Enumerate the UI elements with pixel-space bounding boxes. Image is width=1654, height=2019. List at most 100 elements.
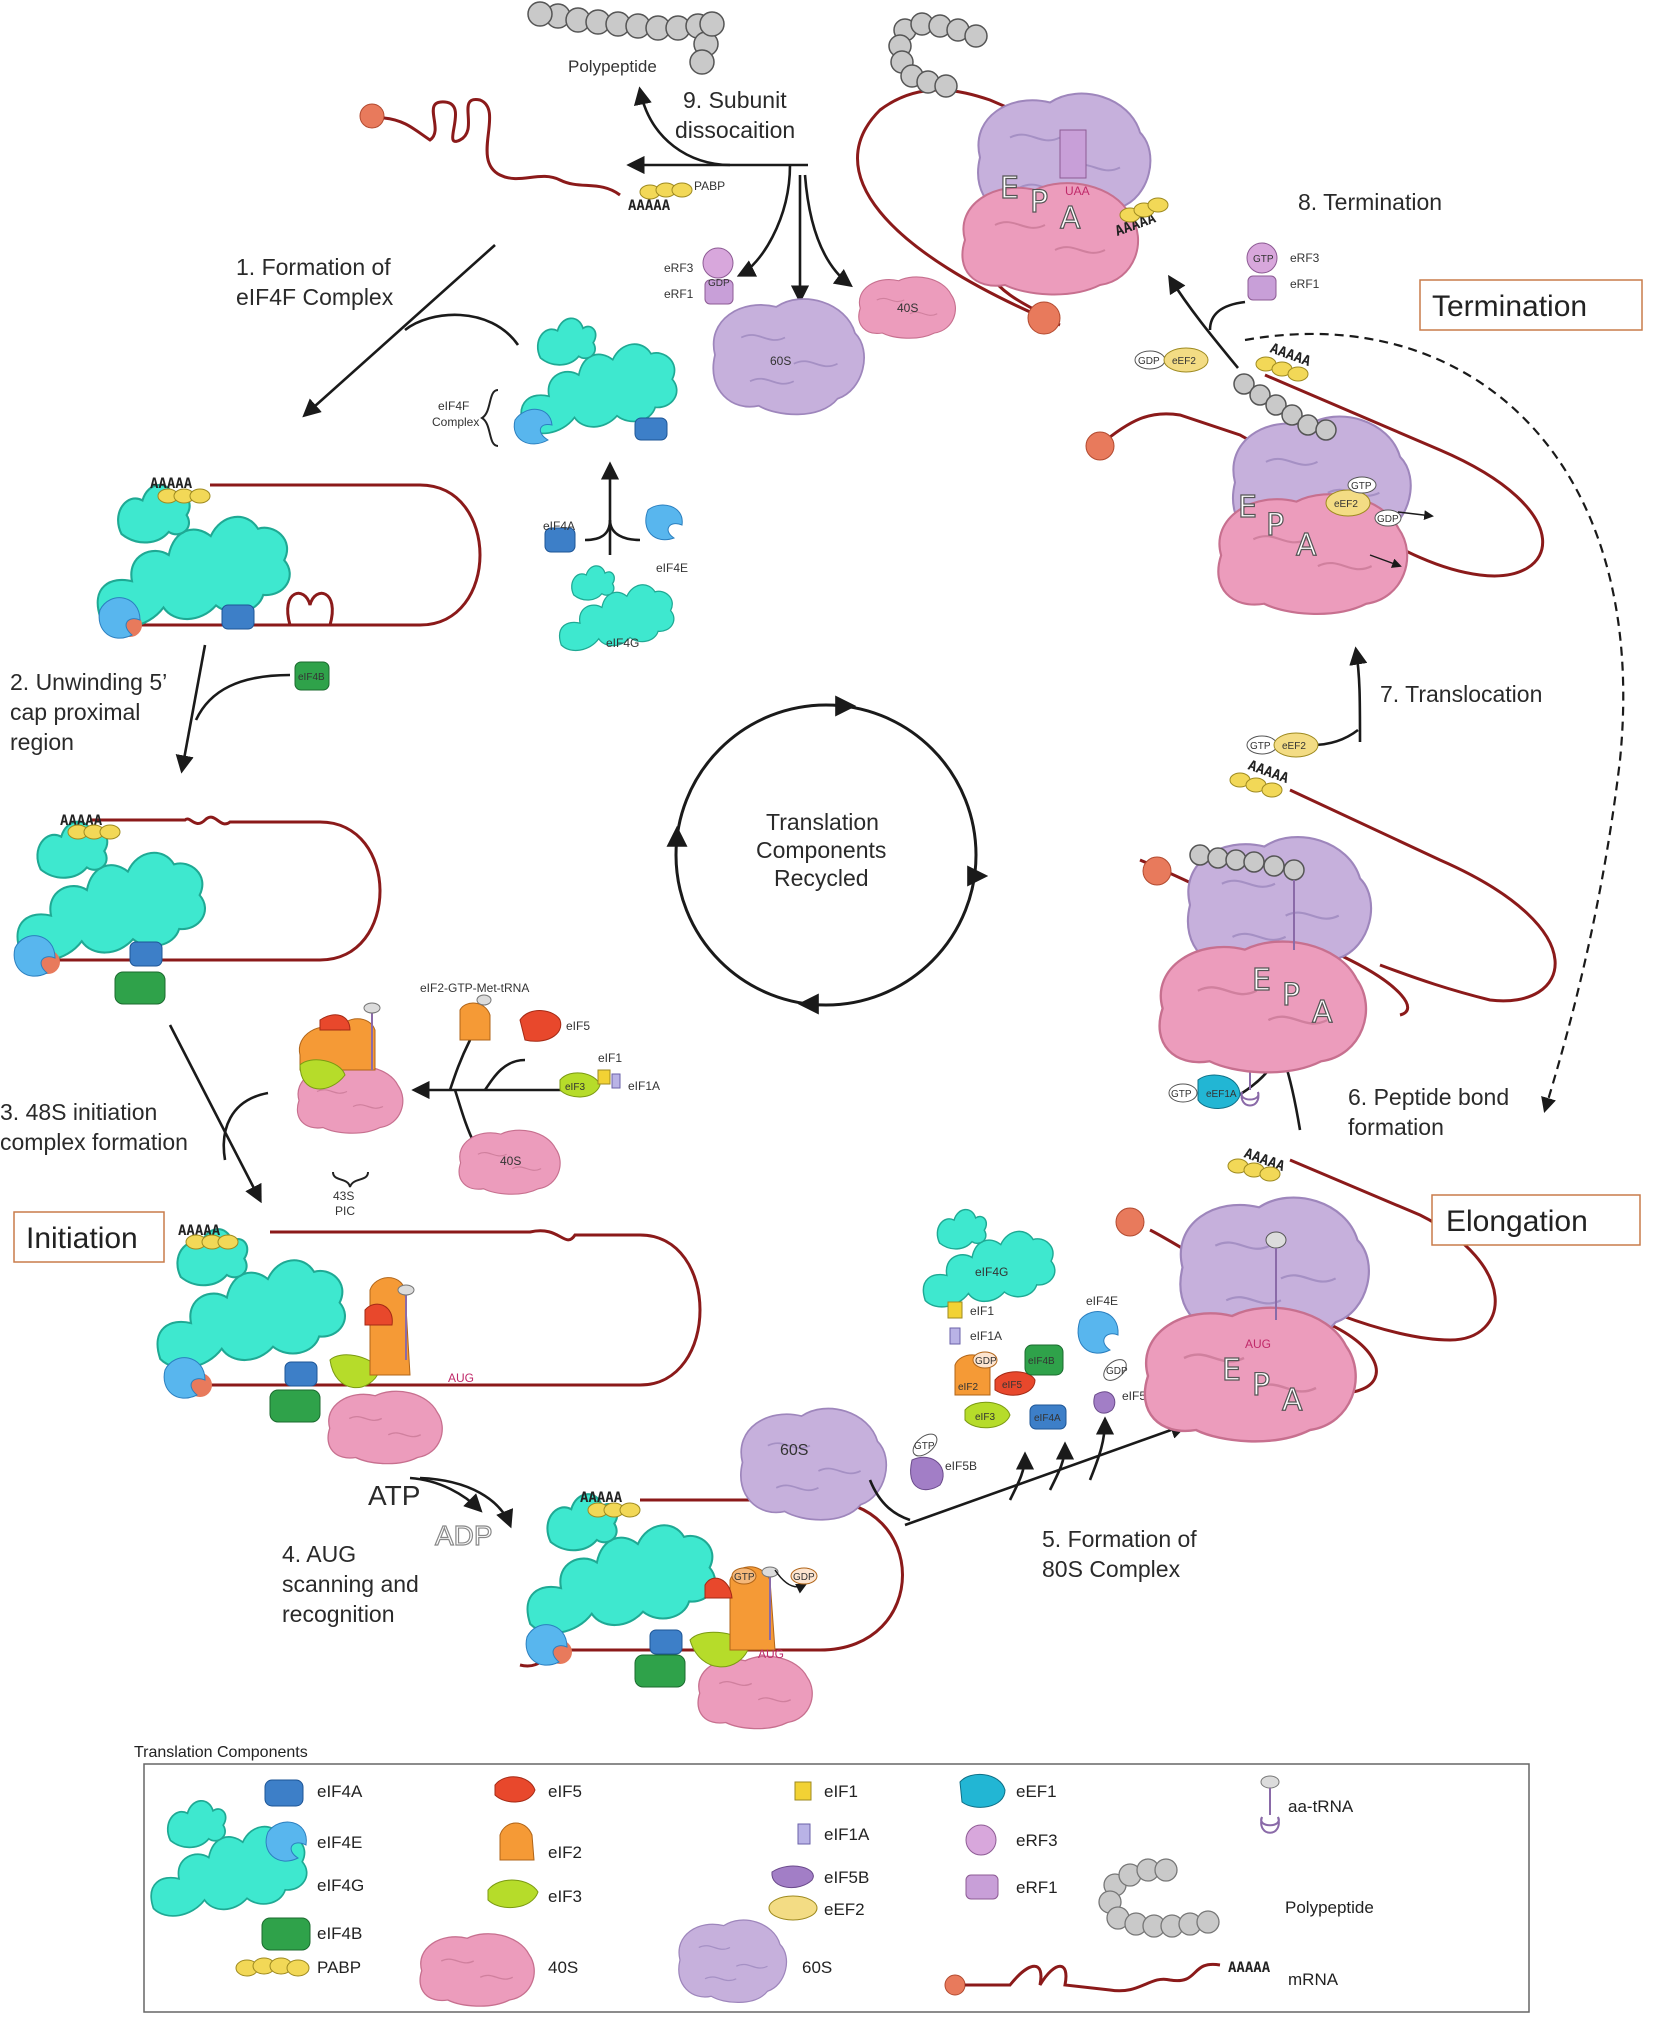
atp-label: ATP [368,1480,420,1511]
erf-complex-arriving: GTP eRF3 eRF1 [1246,242,1320,301]
legend-eef1: eEF1 [1016,1782,1057,1801]
arrow-to-polypeptide [633,86,731,167]
s60-label-5: 60S [780,1442,808,1459]
legend-eif4b-icon [261,1917,311,1951]
eif4e-label-5: eIF4E [1086,1294,1118,1308]
legend-aatrna-icon [1260,1775,1280,1834]
legend-eif4a: eIF4A [317,1782,363,1801]
legend-40s: 40S [548,1958,578,1977]
eif4e-free [645,504,683,541]
s40-label-9: 40S [897,301,918,315]
mrna-step3: AUG AAAAA [156,1223,702,1465]
legend-eif5: eIF5 [548,1782,582,1801]
recycle-cycle: Translation Components Recycled [666,695,989,1015]
uaa-label: UAA [1065,184,1090,198]
aug-label-3: AUG [448,1371,474,1385]
legend-eif4e-icon [265,1821,307,1862]
mrna-step1: AAAAA [96,476,482,639]
pic-43s: 43S PIC [296,1002,404,1218]
site-a-80s: A [1282,1383,1303,1418]
site-e-tl: E [1238,490,1257,525]
legend-mrna-icon: AAAAA [944,1960,1271,1996]
eef2-label-tl: eEF2 [1334,499,1358,510]
step-4-label-b: scanning and [282,1571,419,1597]
arrow-step-7-join [1311,728,1359,747]
eif1-label-5: eIF1 [970,1304,994,1318]
eif3-free [559,1072,601,1098]
mrna-step4: GTP GDP AUG AAAAA [519,1490,904,1730]
eif4f-label-1: eIF4F [438,399,469,413]
step-9-label-b: dissocaition [675,117,795,143]
eif5-free [519,1010,562,1042]
step-6-label-b: formation [1348,1114,1444,1140]
released-factors: eIF4G eIF1 eIF1A GDP eIF2 eIF5 eIF4B eIF… [922,1208,1154,1430]
eif2-free [459,1002,491,1041]
site-p-pb: P [1282,978,1300,1013]
legend-eif1: eIF1 [824,1782,858,1801]
legend-eif4g: eIF4G [317,1876,364,1895]
arrow-form-4f-join [584,519,641,542]
eif1a-label-1: eIF1A [628,1079,660,1093]
center-label-1: Translation [766,809,879,835]
ribosome-translocation: E P A eEF2 GTP GDP AAAAA [1085,341,1544,616]
arrow-to-erf [736,164,792,277]
step-4-label-c: recognition [282,1601,395,1627]
gdp-label-9: GDP [708,278,730,289]
ribosome-80s-elongation: E P A AUG AAAAA [1115,1146,1497,1443]
initiation-box [13,1211,165,1263]
eif4f-label-2: Complex [432,415,479,429]
step-1-label: 1. Formation of [236,254,391,280]
legend-60s-icon [678,1919,788,2004]
step-1-label-b: eIF4F Complex [236,284,394,310]
legend-eif1a: eIF1A [824,1825,870,1844]
eif1-label-1: eIF1 [598,1051,622,1065]
legend-pabp: PABP [317,1958,361,1977]
eef2-label-7: eEF2 [1282,741,1306,752]
eif4e-label-1: eIF4E [656,561,688,575]
gtp-label-4: GTP [734,1572,755,1583]
legend-eif5b-icon [771,1865,814,1889]
legend-polypeptide: Polypeptide [1285,1898,1374,1917]
step-4-label: 4. AUG [282,1541,356,1567]
gtp-label-5: GTP [914,1441,935,1452]
eif4a-label-5: eIF4A [1034,1413,1061,1424]
adp-label: ADP [435,1520,493,1551]
eif3-label-5: eIF3 [975,1412,995,1423]
ribosome-termination: E P A UAA AAAAA [856,12,1169,335]
legend-box [143,1763,1530,2013]
step-3-label-b: complex formation [0,1129,188,1155]
erf3-label-9: eRF3 [664,261,694,275]
legend: eIF4A eIF4E eIF4G eIF4B PABP eIF5 eIF2 e… [143,1763,1530,2013]
arrow-pic-join-1 [483,1058,526,1091]
eif4b-label-5: eIF4B [1028,1356,1055,1367]
step-5-label-b: 80S Complex [1042,1556,1181,1582]
legend-eif3-icon [487,1879,539,1909]
site-a-tl: A [1296,528,1317,563]
arrow-to-40s [803,174,853,288]
ribosome-peptide-bond: E P A AAAAA [1139,758,1557,1074]
eif5b-gtp [910,1456,944,1491]
eif2-gtp-met-label: eIF2-GTP-Met-tRNA [420,981,529,995]
pabp-label: PABP [694,179,725,193]
legend-pabp-icon [235,1957,310,1977]
arrow-atp [409,1476,483,1513]
arrow-step-5-join [868,1479,911,1522]
s60-label-9: 60S [770,354,791,368]
step-7-label: 7. Translocation [1380,681,1542,707]
legend-eef2-icon [768,1895,818,1921]
arrow-pic-join-2 [448,1039,472,1091]
eef2-label-8: eEF2 [1172,356,1196,367]
legend-erf3-icon [965,1824,997,1856]
step-5-label: 5. Formation of [1042,1526,1197,1552]
eif4g-label-1: eIF4G [606,636,639,650]
step-2-label-b: cap proximal [10,699,140,725]
legend-polyA: AAAAA [1228,1960,1271,1976]
site-a-term: A [1060,201,1081,236]
eif4a-free [544,527,576,553]
legend-eif1a-icon [797,1823,811,1845]
arrow-step-5 [904,1421,1189,1527]
eif4g-label-5: eIF4G [975,1265,1008,1279]
gtp-label-6: GTP [1171,1089,1192,1100]
legend-eif2-icon [499,1822,535,1861]
